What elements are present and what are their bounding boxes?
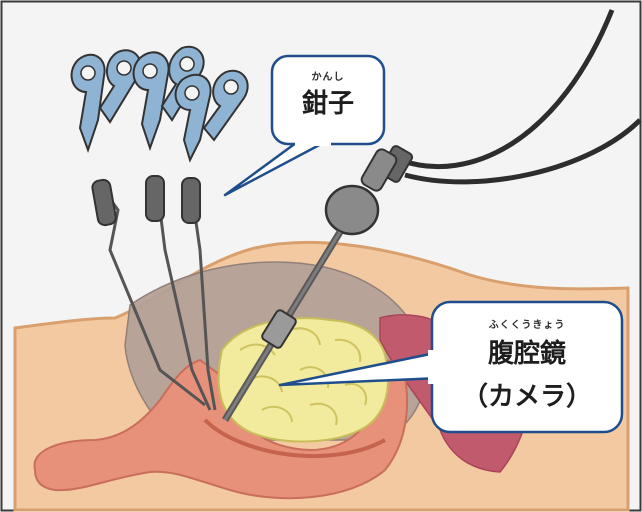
forceps-ruby: かんし: [312, 71, 345, 83]
camera-label: （カメラ）: [462, 382, 592, 412]
laparoscope-label: 腹腔鏡: [487, 338, 566, 369]
forceps-label: 鉗子: [302, 88, 354, 119]
laparoscope-ruby: ふくくうきょう: [489, 319, 566, 331]
